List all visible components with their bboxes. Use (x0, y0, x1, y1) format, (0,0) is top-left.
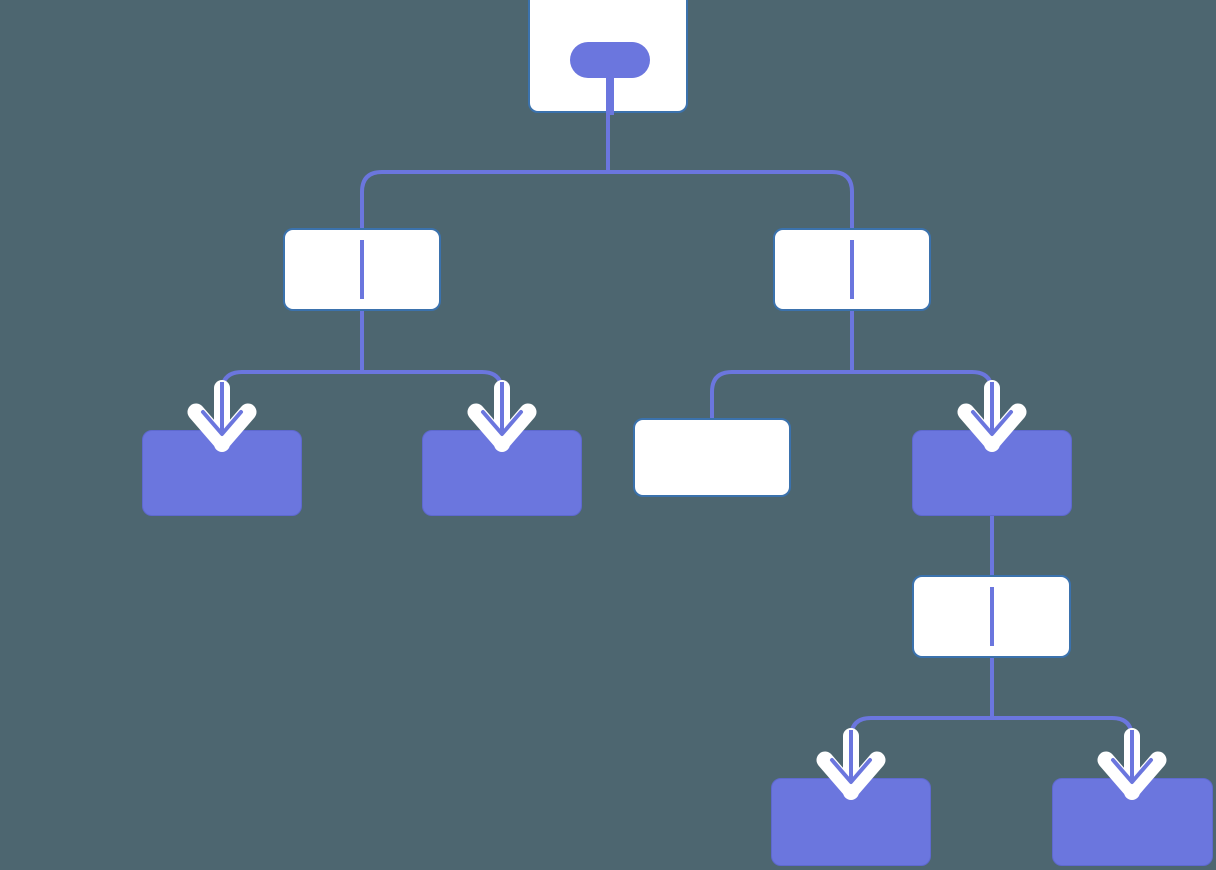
edge-l1-right-to-l2-c (710, 311, 854, 418)
node-l2-b[interactable] (422, 430, 582, 516)
root-glyph-pill (570, 42, 650, 78)
node-root[interactable] (528, 0, 688, 115)
node-l2-c[interactable] (633, 418, 791, 497)
node-l4-a[interactable] (771, 778, 931, 866)
node-l3-a[interactable] (912, 575, 1071, 658)
node-l2-d[interactable] (912, 430, 1072, 516)
node-l1-left[interactable] (283, 228, 441, 311)
root-glyph-stem (606, 66, 614, 115)
node-l2-a[interactable] (142, 430, 302, 516)
node-l4-b[interactable] (1052, 778, 1213, 866)
edge-l1-right-to-l2-d (850, 311, 994, 430)
edge-l1-left-to-l2-b (360, 311, 504, 430)
edge-root-to-l1-right (606, 104, 854, 228)
edge-l3-a-to-l4-b (990, 658, 1134, 778)
node-l1-right[interactable] (773, 228, 931, 311)
edge-root-to-l1-left (360, 104, 610, 228)
edge-l3-a-to-l4-a (849, 658, 994, 778)
edge-l1-left-to-l2-a (220, 311, 364, 430)
